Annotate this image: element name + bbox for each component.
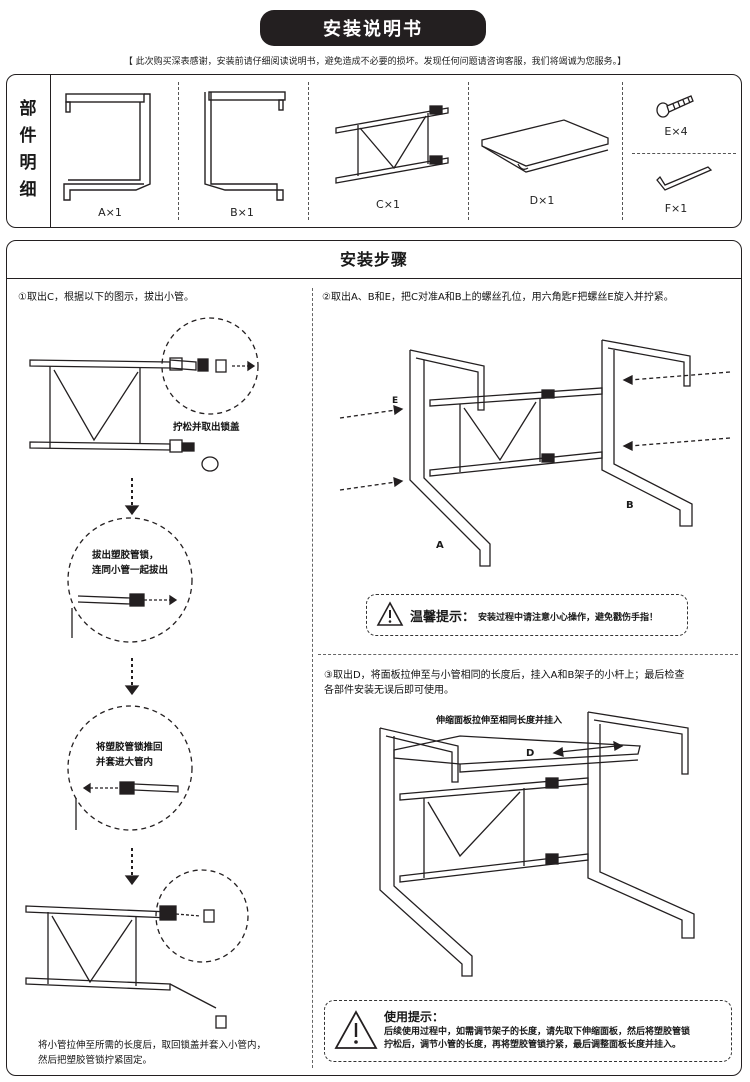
part-a-frame-drawing	[63, 93, 151, 201]
step2-label-e: E	[392, 396, 399, 406]
part-separator	[308, 82, 309, 220]
step1-final-instruction: 将小管拉伸至所需的长度后，取回锁盖并套入小管内， 然后把塑胶管锁拧紧固定。	[38, 1040, 267, 1066]
part-e-label: E×4	[664, 125, 688, 138]
part-a-label: A×1	[98, 206, 122, 219]
part-f-label: F×1	[664, 202, 688, 215]
step3-panel-illustration	[379, 711, 695, 977]
part-d-panel-drawing	[481, 119, 609, 173]
step2-assembly-illustration	[339, 339, 731, 567]
screw-icon	[656, 95, 694, 118]
part-separator	[632, 153, 736, 154]
step2-label-b: B	[626, 500, 634, 511]
installation-steps-panel	[6, 240, 742, 1076]
usage-tip-title: 使用提示：	[384, 1010, 445, 1024]
part-c-label: C×1	[376, 198, 400, 211]
purchase-notice: 【 此次购买深表感谢，安装前请仔细阅读说明书，避免造成不必要的损坏。发现任何问题…	[123, 57, 627, 67]
warning-icon	[376, 601, 404, 626]
warm-tip-body: 安装过程中请注意小心操作，避免戳伤手指！	[478, 613, 659, 623]
warm-tip-box	[366, 594, 688, 636]
step1-callout-remove-cap: 拧松并取出锁盖	[173, 422, 240, 433]
part-d-label: D×1	[529, 194, 555, 207]
step2-label-a: A	[436, 540, 444, 551]
warm-tip-title: 温馨提示：	[410, 610, 476, 625]
usage-tip-body: 后续使用过程中，如需调节架子的长度，请先取下伸缩面板，然后将塑胶管锁 拧松后，调…	[384, 1027, 691, 1050]
step1-callout-push-lock: 将塑胶管锁推回 并套进大管内	[96, 742, 163, 768]
steps-title: 安装步骤	[339, 250, 408, 269]
step3-callout: 伸缩面板拉伸至相同长度并挂入	[436, 716, 563, 726]
part-separator	[622, 82, 623, 220]
step-divider	[318, 654, 738, 655]
hex-key-icon	[656, 166, 713, 191]
step1-instruction: ①取出C，根据以下的图示，拔出小管。	[18, 292, 194, 303]
part-separator	[468, 82, 469, 220]
steps-title-divider	[6, 278, 742, 279]
part-separator	[178, 82, 179, 220]
parts-list-panel	[6, 74, 742, 228]
step2-instruction: ②取出A、B和E，把C对准A和B上的螺丝孔位，用六角匙F把螺丝E旋入并拧紧。	[322, 292, 674, 303]
part-b-frame-drawing	[204, 91, 286, 201]
step3-label-d: D	[526, 748, 535, 759]
parts-divider	[50, 74, 51, 228]
step1-crossbar-illustration	[25, 317, 259, 1029]
part-b-label: B×1	[230, 206, 254, 219]
step3-instruction: ③取出D，将面板拉伸至与小管相同的长度后，挂入A和B架子的小杆上；最后检查 各部…	[324, 670, 685, 696]
document-title: 安装说明书	[260, 10, 486, 46]
parts-section-label: 部 件 明 细	[19, 99, 37, 200]
part-c-crossbar-drawing	[335, 105, 449, 184]
step1-callout-pull-lock: 拔出塑胶管锁， 连同小管一起拔出	[92, 550, 169, 576]
warning-icon	[334, 1010, 378, 1049]
usage-tip-box	[324, 1000, 732, 1062]
column-divider	[312, 288, 313, 1068]
